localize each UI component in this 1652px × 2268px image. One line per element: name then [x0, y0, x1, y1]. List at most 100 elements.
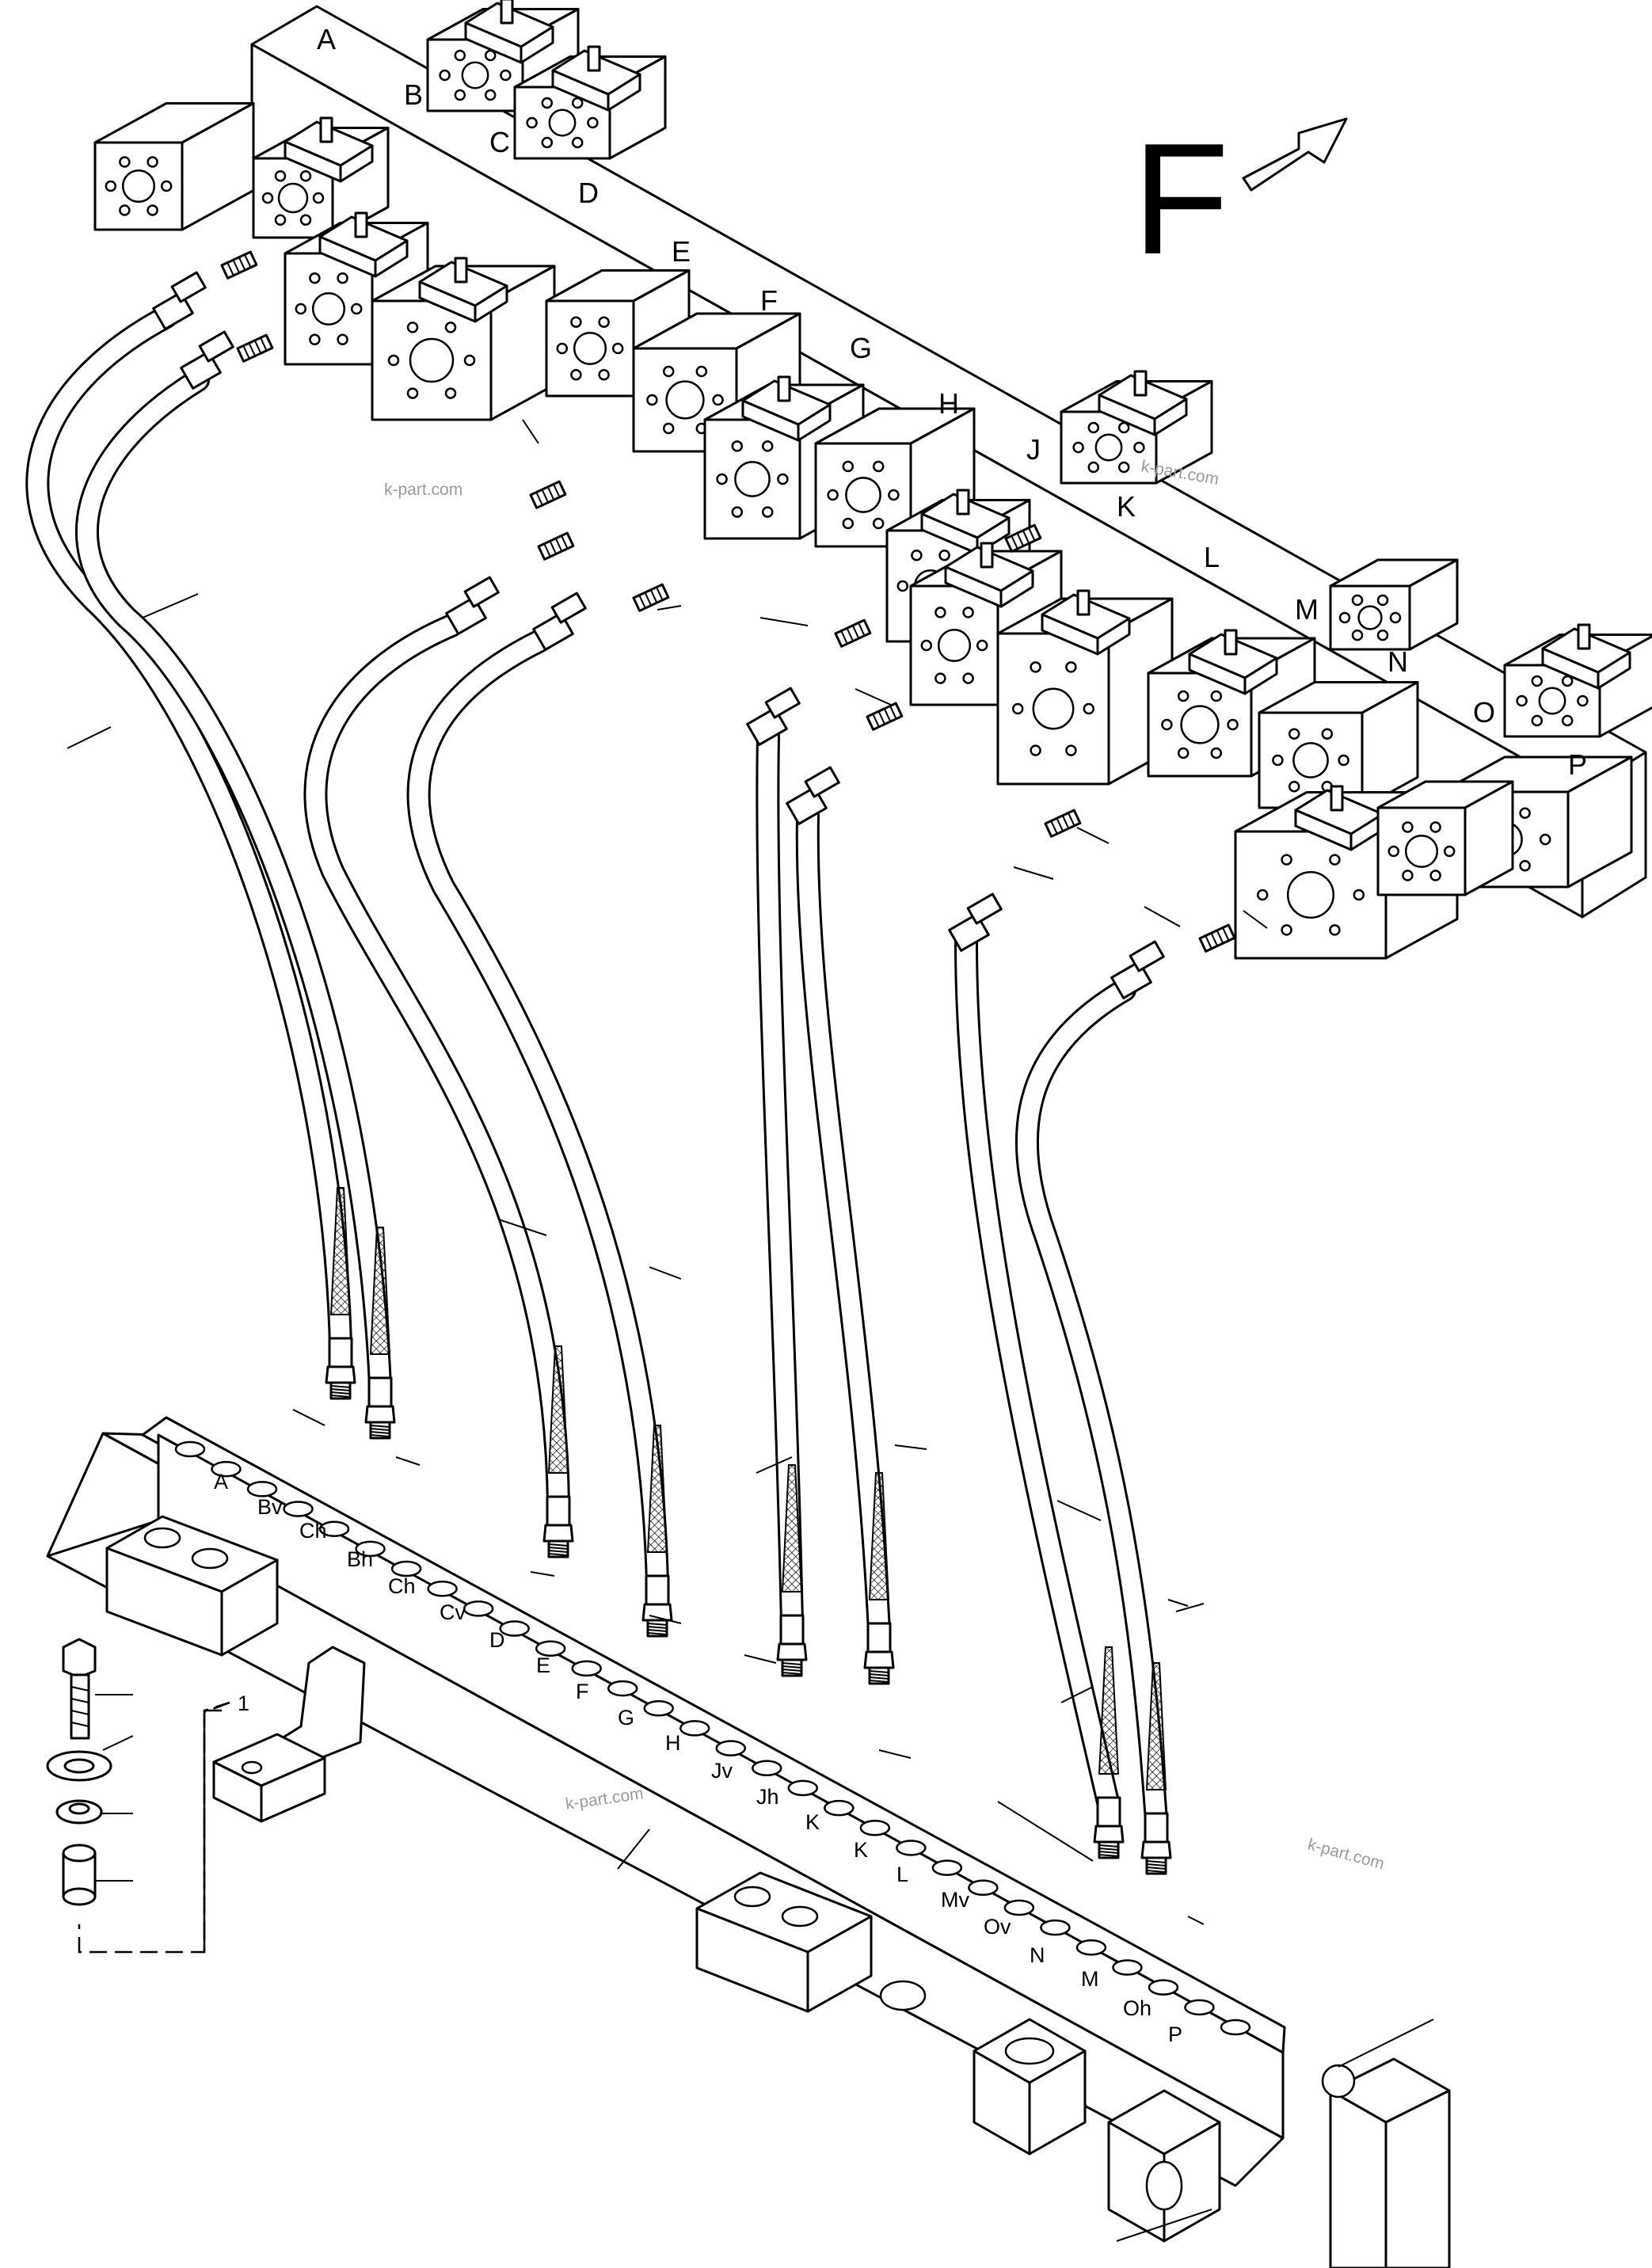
manifold-port-label: F	[576, 1680, 589, 1703]
solenoid-cap	[284, 116, 374, 183]
valve-block	[252, 116, 390, 239]
hose-fitting	[776, 1614, 808, 1677]
adapter-nipple	[834, 618, 872, 648]
hose-end-fitting	[445, 576, 500, 635]
valve-bank-label: O	[1473, 696, 1495, 729]
hydraulic-hose	[25, 305, 352, 1358]
valve-block	[426, 0, 580, 112]
adapter-nipple	[537, 531, 575, 561]
valve-block	[1376, 780, 1514, 896]
washer-part	[55, 1799, 103, 1825]
valve-block	[1503, 623, 1652, 738]
hydraulic-hose	[954, 930, 1121, 1817]
solenoid-cap	[944, 542, 1034, 608]
hose-braid	[1098, 1646, 1120, 1775]
hydraulic-hose	[75, 368, 392, 1398]
valve-blocks	[93, 0, 1652, 960]
manifold-port-label: Oh	[1123, 1996, 1151, 2020]
manifold-port-label: Mv	[941, 1888, 969, 1912]
manifold-port	[1003, 1899, 1035, 1916]
hose-end-fitting	[786, 766, 840, 825]
valve-block	[1329, 558, 1459, 651]
manifold-port	[1040, 1919, 1071, 1936]
solenoid-cap	[551, 45, 641, 112]
adapter-nipple	[220, 250, 258, 280]
hose-fitting	[325, 1337, 356, 1400]
view-direction-mark: F	[1132, 111, 1348, 287]
valve-bank-label: P	[1568, 748, 1587, 781]
valve-block	[996, 589, 1174, 786]
manifold-port	[896, 1840, 927, 1856]
hydraulic-hose	[1014, 978, 1168, 1833]
valve-block	[371, 257, 556, 421]
outline-arrow-icon	[1242, 117, 1348, 192]
manifold-port	[318, 1520, 350, 1537]
solenoid-cap	[1041, 589, 1131, 656]
manifold-port	[787, 1779, 819, 1797]
hose-fitting	[641, 1574, 673, 1638]
manifold-port	[355, 1540, 386, 1558]
valve-bank-label: D	[578, 177, 599, 209]
manifold-port-label: Jv	[711, 1759, 733, 1783]
manifold-port	[607, 1680, 638, 1697]
hardware-kit: 1	[46, 1638, 249, 1954]
manifold-port	[643, 1699, 674, 1717]
valve-bank-label: B	[404, 78, 423, 111]
manifold-port	[1075, 1939, 1107, 1956]
manifold-port-label: P	[1168, 2023, 1182, 2046]
manifold-port-label: E	[536, 1653, 550, 1677]
hose-fitting	[1140, 1812, 1172, 1875]
manifold-port-label: G	[618, 1706, 634, 1730]
manifold-port	[283, 1501, 314, 1517]
spacer-part	[62, 1844, 97, 1906]
manifold-port-label: Bh	[347, 1547, 373, 1571]
hose-braid	[369, 1227, 391, 1355]
adapter-nipple	[632, 583, 670, 612]
hose-end-fitting	[948, 892, 1003, 952]
manifold-port-label: Jh	[756, 1785, 779, 1809]
hose-end-fitting	[180, 330, 234, 390]
manifold-port-label: H	[665, 1731, 681, 1755]
hydraulic-hose	[303, 614, 570, 1516]
hose-end-fitting	[532, 592, 587, 651]
valve-block	[93, 102, 255, 231]
bolt-part	[62, 1638, 97, 1740]
valve-block	[1060, 370, 1213, 485]
adapter-nipple	[1044, 809, 1082, 838]
manifold-port	[679, 1720, 710, 1737]
valve-bank-label: E	[672, 235, 691, 268]
manifold-port	[390, 1560, 422, 1577]
manifold-port-label: Ch	[388, 1574, 416, 1598]
valve-bank-label: C	[489, 126, 510, 158]
manifold-port	[1184, 1999, 1215, 2016]
valve-bank-label: A	[317, 23, 336, 55]
manifold-port	[968, 1879, 999, 1897]
manifold-port-label: Ov	[984, 1915, 1011, 1939]
valve-block	[513, 45, 667, 160]
manifold-port-label: K	[854, 1838, 868, 1862]
manifold-port	[174, 1440, 206, 1458]
manifold-port	[211, 1460, 242, 1478]
manifold-port	[1220, 2019, 1251, 2036]
solenoid-cap	[1098, 370, 1188, 436]
solenoid-cap	[418, 257, 508, 323]
hose-braid	[547, 1345, 569, 1474]
manifold-port	[462, 1600, 494, 1617]
hose-braid	[329, 1187, 352, 1315]
valve-bank-label: N	[1387, 645, 1408, 678]
hydraulic-hose	[406, 630, 669, 1596]
manifold-port-label: M	[1081, 1967, 1099, 1991]
solenoid-cap	[1294, 785, 1384, 851]
manifold-port-label: K	[805, 1810, 820, 1834]
manifold-ports	[174, 1440, 1251, 2036]
manifold-port-label: Bv	[257, 1495, 283, 1519]
manifold-port-label: L	[896, 1863, 908, 1886]
manifold-port	[535, 1640, 566, 1657]
manifold-port-label: D	[489, 1628, 505, 1652]
leader-lines	[67, 419, 1434, 2242]
solenoid-cap	[464, 0, 554, 64]
manifold-port-label: A	[214, 1470, 228, 1494]
